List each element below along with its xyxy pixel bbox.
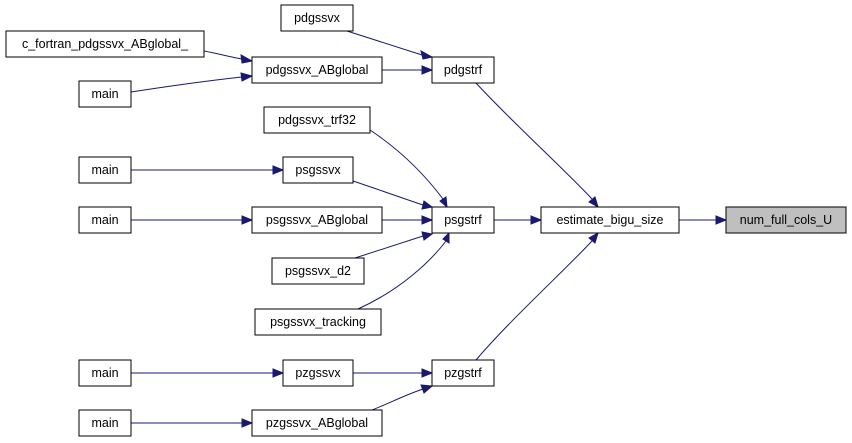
arrowhead-icon bbox=[240, 54, 254, 64]
edge-main_2-to-psgssvx bbox=[131, 165, 285, 175]
edge-pdgstrf-to-estimate_bigu_size bbox=[475, 82, 599, 209]
edge-estimate_bigu_size-to-num_full_cols_U bbox=[679, 215, 728, 225]
arrowhead-icon bbox=[421, 368, 434, 378]
edge-pzgssvx_ABglobal-to-pzgstrf bbox=[371, 384, 434, 411]
node-main-5[interactable]: main bbox=[78, 409, 132, 437]
arrowhead-icon bbox=[420, 384, 434, 394]
node-label: num_full_cols_U bbox=[740, 213, 832, 227]
node-label: pdgssvx bbox=[294, 11, 341, 25]
edge-psgssvx_d2-to-psgstrf bbox=[354, 231, 434, 259]
edge-line bbox=[357, 240, 447, 310]
edge-line bbox=[354, 235, 424, 259]
node-estimate-bigu-size[interactable]: estimate_bigu_size bbox=[540, 206, 680, 234]
node-label: estimate_bigu_size bbox=[556, 213, 663, 227]
node-label: psgssvx bbox=[295, 163, 341, 177]
node-label: main bbox=[91, 163, 118, 177]
edge-pzgssvx-to-pzgstrf bbox=[353, 368, 434, 378]
arrowhead-icon bbox=[241, 215, 254, 225]
edge-layer bbox=[130, 30, 728, 428]
edge-main_5-to-pzgssvx_ABglobal bbox=[131, 418, 254, 428]
arrowhead-icon bbox=[588, 196, 599, 209]
node-pzgssvx[interactable]: pzgssvx bbox=[282, 359, 354, 387]
node-label: pdgssvx_ABglobal bbox=[266, 63, 369, 77]
edge-line bbox=[475, 240, 593, 361]
edge-line bbox=[369, 129, 444, 200]
edge-pzgstrf-to-estimate_bigu_size bbox=[475, 231, 599, 361]
node-label: main bbox=[91, 213, 118, 227]
node-main-1[interactable]: main bbox=[78, 80, 132, 108]
node-psgstrf[interactable]: psgstrf bbox=[431, 206, 495, 234]
node-psgssvx-abglobal[interactable]: psgssvx_ABglobal bbox=[251, 206, 383, 234]
edge-main_1-to-pdgssvx_ABglobal bbox=[130, 72, 254, 93]
edge-psgssvx-to-psgstrf bbox=[352, 180, 434, 210]
edge-pdgssvx-to-pdgstrf bbox=[346, 30, 434, 60]
edge-psgstrf-to-estimate_bigu_size bbox=[494, 215, 543, 225]
node-psgssvx[interactable]: psgssvx bbox=[282, 156, 354, 184]
arrowhead-icon bbox=[240, 72, 254, 82]
edge-line bbox=[346, 30, 423, 56]
arrowhead-icon bbox=[421, 200, 434, 210]
node-main-2[interactable]: main bbox=[78, 156, 132, 184]
node-pdgssvx[interactable]: pdgssvx bbox=[280, 4, 354, 32]
arrowhead-icon bbox=[421, 215, 434, 225]
node-label: psgssvx_ABglobal bbox=[266, 213, 368, 227]
node-label: pzgstrf bbox=[444, 366, 482, 380]
arrowhead-icon bbox=[588, 231, 599, 244]
edge-line bbox=[130, 76, 243, 93]
node-label: main bbox=[91, 87, 118, 101]
node-pzgssvx-abglobal[interactable]: pzgssvx_ABglobal bbox=[251, 409, 383, 437]
arrowhead-icon bbox=[715, 215, 728, 225]
node-main-4[interactable]: main bbox=[78, 359, 132, 387]
node-label: psgssvx_d2 bbox=[285, 264, 351, 278]
node-pdgstrf[interactable]: pdgstrf bbox=[431, 56, 495, 84]
edge-pdgssvx_ABglobal-to-pdgstrf bbox=[382, 65, 434, 75]
node-label: main bbox=[91, 416, 118, 430]
node-pzgstrf[interactable]: pzgstrf bbox=[431, 359, 495, 387]
node-main-3[interactable]: main bbox=[78, 206, 132, 234]
node-label: pzgssvx_ABglobal bbox=[266, 416, 368, 430]
node-label: pzgssvx bbox=[295, 366, 341, 380]
edge-line bbox=[352, 180, 424, 206]
edge-line bbox=[475, 82, 593, 200]
node-label: psgssvx_tracking bbox=[270, 315, 366, 329]
arrowhead-icon bbox=[421, 65, 434, 75]
arrowhead-icon bbox=[421, 231, 434, 241]
node-pdgssvx-abglobal[interactable]: pdgssvx_ABglobal bbox=[251, 56, 383, 84]
node-c-fortran-pdgssvx-abglobal[interactable]: c_fortran_pdgssvx_ABglobal_ bbox=[5, 30, 205, 58]
node-num-full-cols-u: num_full_cols_U bbox=[725, 206, 847, 234]
node-psgssvx-tracking[interactable]: psgssvx_tracking bbox=[254, 308, 382, 336]
edge-psgssvx_ABglobal-to-psgstrf bbox=[382, 215, 434, 225]
node-pdgssvx-trf32[interactable]: pdgssvx_trf32 bbox=[263, 106, 371, 134]
edge-main_3-to-psgssvx_ABglobal bbox=[131, 215, 254, 225]
node-label: psgstrf bbox=[444, 213, 482, 227]
arrowhead-icon bbox=[420, 50, 434, 60]
node-label: main bbox=[91, 366, 118, 380]
edge-line bbox=[203, 50, 243, 60]
edge-main_4-to-pzgssvx bbox=[131, 368, 285, 378]
node-label: pdgstrf bbox=[444, 63, 483, 77]
arrowhead-icon bbox=[439, 196, 448, 209]
edge-c_fortran_pdgssvx_ABglobal_-to-pdgssvx_ABglobal bbox=[203, 50, 254, 64]
arrowhead-icon bbox=[241, 418, 254, 428]
node-label: c_fortran_pdgssvx_ABglobal_ bbox=[22, 37, 189, 51]
node-label: pdgssvx_trf32 bbox=[278, 113, 356, 127]
arrowhead-icon bbox=[272, 165, 285, 175]
edge-pdgssvx_trf32-to-psgstrf bbox=[369, 129, 448, 209]
arrowhead-icon bbox=[442, 231, 450, 244]
arrowhead-icon bbox=[272, 368, 285, 378]
arrowhead-icon bbox=[530, 215, 543, 225]
node-psgssvx-d2[interactable]: psgssvx_d2 bbox=[271, 257, 365, 285]
edge-psgssvx_tracking-to-psgstrf bbox=[357, 231, 450, 310]
edge-line bbox=[371, 388, 424, 411]
